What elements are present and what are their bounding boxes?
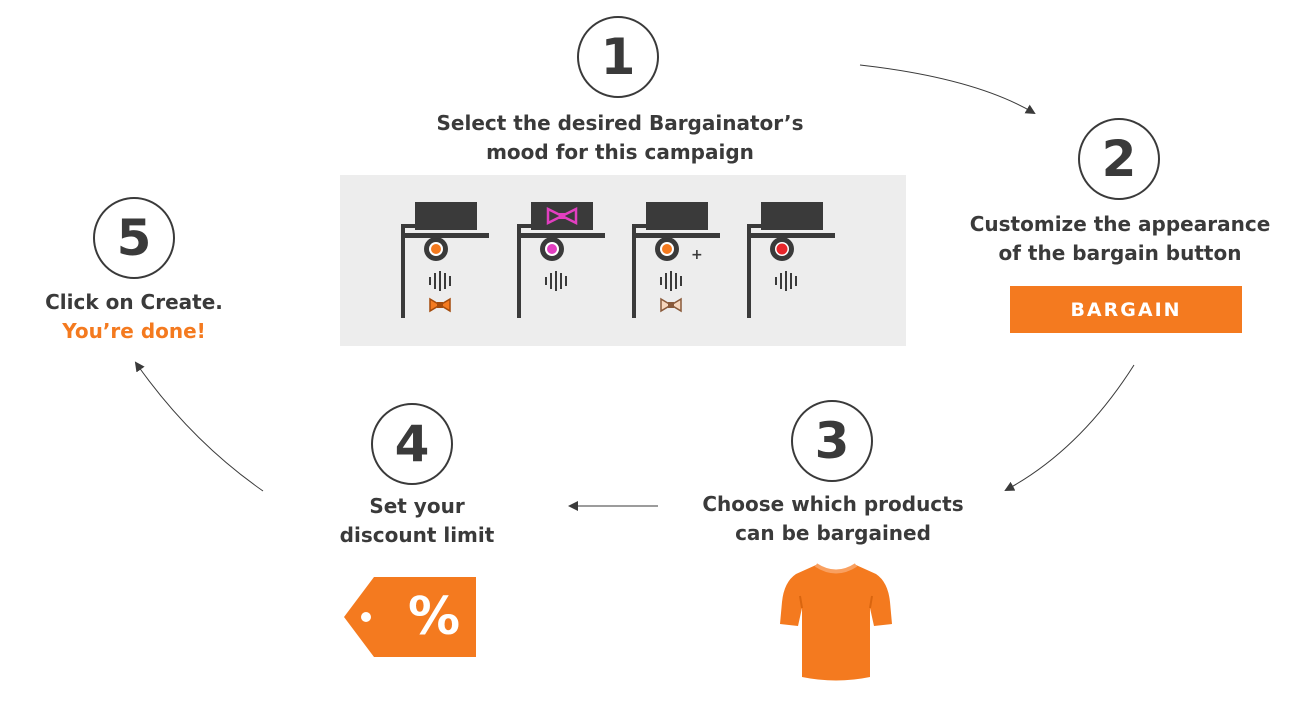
percent-tag-text: % — [407, 587, 461, 647]
step-3-line2: can be bargained — [735, 521, 931, 545]
step-2-number: 2 — [1078, 118, 1160, 200]
step-3-label: Choose which products can be bargained — [668, 490, 998, 548]
mood-selector-panel: + — [340, 175, 906, 346]
step-3-line1: Choose which products — [702, 492, 964, 516]
percent-tag-icon: % — [344, 577, 476, 657]
step-1-number: 1 — [577, 16, 659, 98]
arrow-4-to-5 — [134, 361, 264, 492]
step-4-number: 4 — [371, 403, 453, 485]
arrow-1-to-2 — [859, 64, 1036, 115]
step-5-number: 5 — [93, 197, 175, 279]
mood-red-eye-icon[interactable] — [746, 199, 841, 324]
step-3-number: 3 — [791, 400, 873, 482]
arrow-2-to-3 — [1004, 364, 1135, 491]
step-2-line2: of the bargain button — [998, 241, 1242, 265]
mood-orange-eye-plus-icon[interactable]: + — [631, 199, 726, 324]
step-1-label: Select the desired Bargainator’s mood fo… — [370, 109, 870, 167]
bargain-button[interactable]: BARGAIN — [1010, 286, 1242, 333]
step-5-line1: Click on Create. — [45, 290, 223, 314]
mood-orange-bow-tie-icon[interactable] — [400, 199, 495, 324]
step-4-line1: Set your — [369, 494, 465, 518]
step-1-line2: mood for this campaign — [486, 140, 754, 164]
step-5-line2: You’re done! — [62, 319, 206, 343]
step-2-label: Customize the appearance of the bargain … — [945, 210, 1295, 268]
step-4-label: Set your discount limit — [300, 492, 534, 550]
t-shirt-icon — [780, 563, 892, 681]
svg-text:+: + — [691, 247, 703, 263]
mood-pink-bow-tie-icon[interactable] — [516, 199, 611, 324]
step-5-label: Click on Create. You’re done! — [19, 288, 249, 346]
step-1-line1: Select the desired Bargainator’s — [436, 111, 804, 135]
step-2-line1: Customize the appearance — [969, 212, 1271, 236]
step-4-line2: discount limit — [339, 523, 495, 547]
